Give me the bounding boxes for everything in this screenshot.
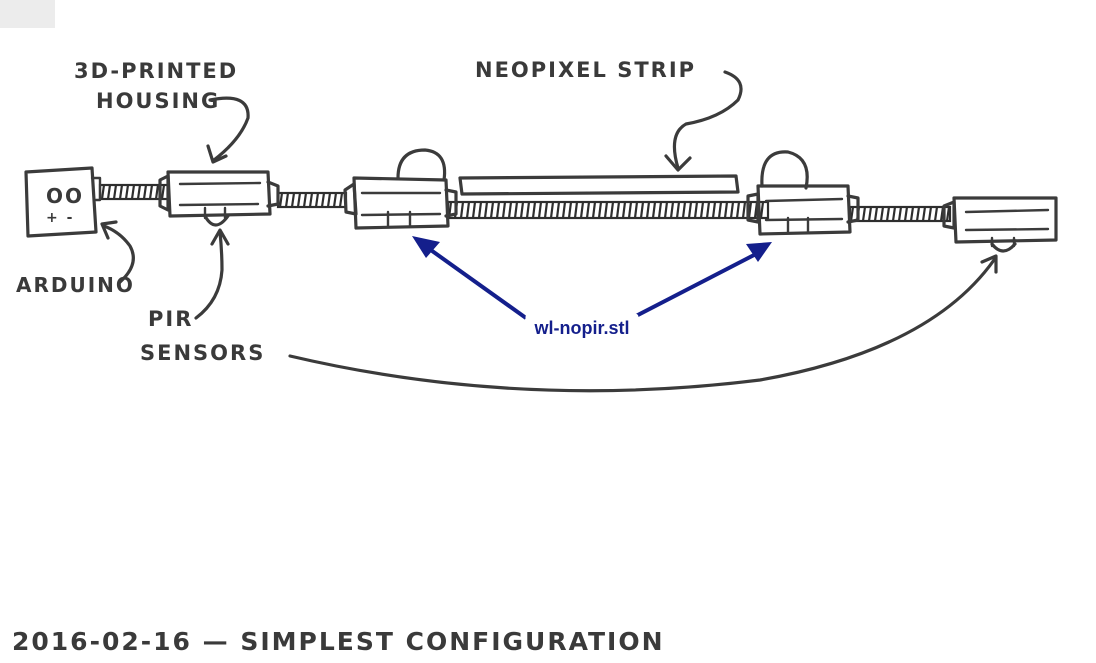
wire-loop-right [762, 152, 807, 188]
arrow-pir-left-pointer [196, 230, 228, 318]
arduino-glyph-top: OO [46, 184, 84, 208]
paper-corner-shade [0, 0, 55, 28]
label-neopixel-strip: NEOPIXEL STRIP [475, 58, 696, 82]
wire-loop-left [398, 150, 445, 180]
label-arduino: ARDUINO [16, 273, 135, 297]
callout-arrow-left [412, 236, 526, 318]
arduino-box: OO + - [26, 168, 100, 236]
housing-3 [748, 152, 858, 234]
cable-arduino-housing1 [100, 185, 168, 199]
label-3d-printed: 3D-PRINTED [74, 59, 238, 83]
arrow-pir-right-pointer [290, 256, 996, 391]
callout-label: wl-nopir.stl [526, 314, 638, 342]
label-sensors: SENSORS [140, 341, 265, 365]
housing-2 [345, 150, 456, 228]
arduino-glyph-bottom: + - [46, 210, 74, 226]
cable-strip-body [448, 202, 768, 218]
cable-housing3-housing4 [850, 207, 950, 221]
pir-dome-2 [992, 244, 1015, 251]
cable-housing1-housing2 [278, 193, 346, 207]
housing-4 [944, 198, 1056, 251]
caption-date-config: 2016-02-16 — SIMPLEST CONFIGURATION [12, 627, 665, 656]
arrow-strip-pointer [666, 72, 741, 170]
callout-label-text: wl-nopir.stl [533, 318, 629, 338]
label-pir: PIR [148, 307, 193, 331]
label-housing: HOUSING [96, 89, 220, 113]
neopixel-strip [460, 176, 738, 194]
housing-1 [160, 172, 278, 225]
callout-arrow-right [632, 242, 772, 318]
